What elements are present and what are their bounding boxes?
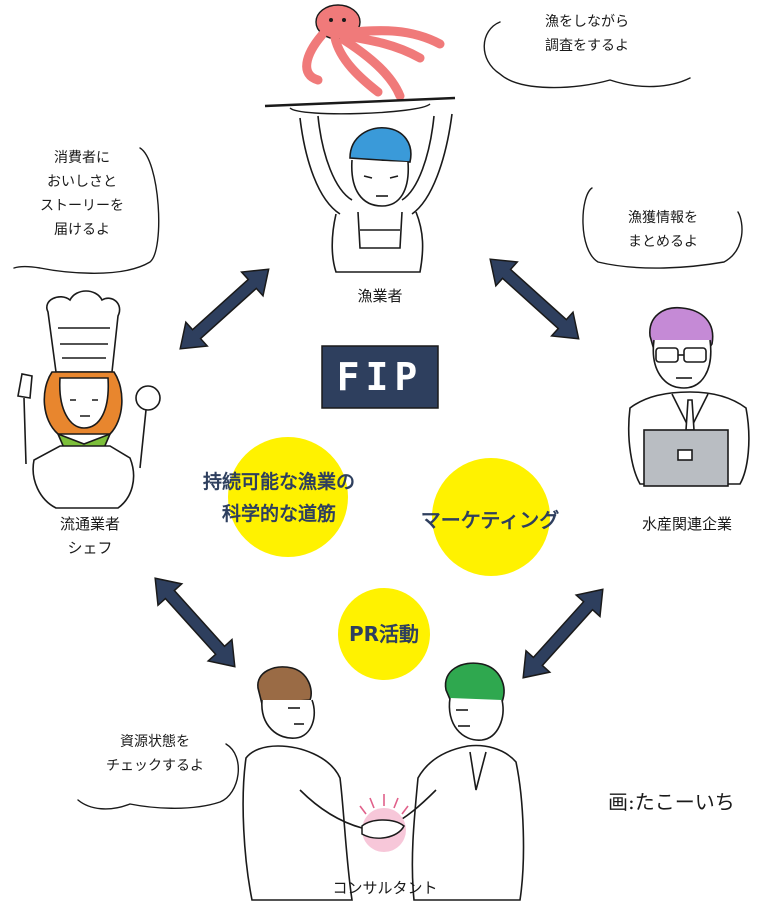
pr-circle bbox=[338, 588, 430, 680]
fip-badge-label: FIP bbox=[336, 355, 424, 399]
researcher-icon bbox=[627, 307, 750, 487]
role-distributor: 流通業者 シェフ bbox=[59, 515, 120, 557]
role-seafood-company: 水産関連企業 bbox=[641, 515, 732, 533]
octopus-icon bbox=[302, 4, 445, 101]
bubble-fisher: 漁をしながら 調査をするよ bbox=[545, 14, 629, 54]
pr-label: PR活動 bbox=[348, 622, 420, 646]
bubble-seafood-outline bbox=[582, 187, 743, 269]
marketing-label: マーケティング bbox=[420, 508, 560, 532]
fip-badge bbox=[321, 345, 439, 409]
marketing-circle bbox=[432, 458, 550, 576]
bubble-fisher-outline bbox=[483, 21, 691, 89]
bubble-distributor: 消費者に おいしさと ストーリーを 届けるよ bbox=[40, 150, 124, 238]
path-circle bbox=[228, 437, 348, 557]
bubble-consultant: 資源状態を チェックするよ bbox=[106, 734, 204, 774]
role-consultant: コンサルタント bbox=[332, 879, 438, 897]
path-label-line2: 科学的な道筋 bbox=[221, 503, 336, 525]
bubble-consultant-outline bbox=[77, 743, 239, 810]
tray bbox=[264, 96, 456, 108]
chef-icon bbox=[17, 290, 161, 509]
path-label-line1: 持続可能な漁業の bbox=[202, 471, 355, 493]
artist-credit: 画:たこーいち bbox=[608, 790, 735, 814]
fisher-icon bbox=[299, 113, 453, 273]
consultant-left-icon bbox=[242, 666, 363, 901]
bubble-seafood-company: 漁獲情報を まとめるよ bbox=[628, 210, 698, 250]
role-fisher: 漁業者 bbox=[357, 287, 403, 305]
bubble-distributor-outline bbox=[13, 147, 160, 274]
handshake-icon bbox=[359, 794, 409, 852]
double-arrow-icon bbox=[154, 258, 604, 679]
consultant-right-icon bbox=[389, 662, 525, 901]
